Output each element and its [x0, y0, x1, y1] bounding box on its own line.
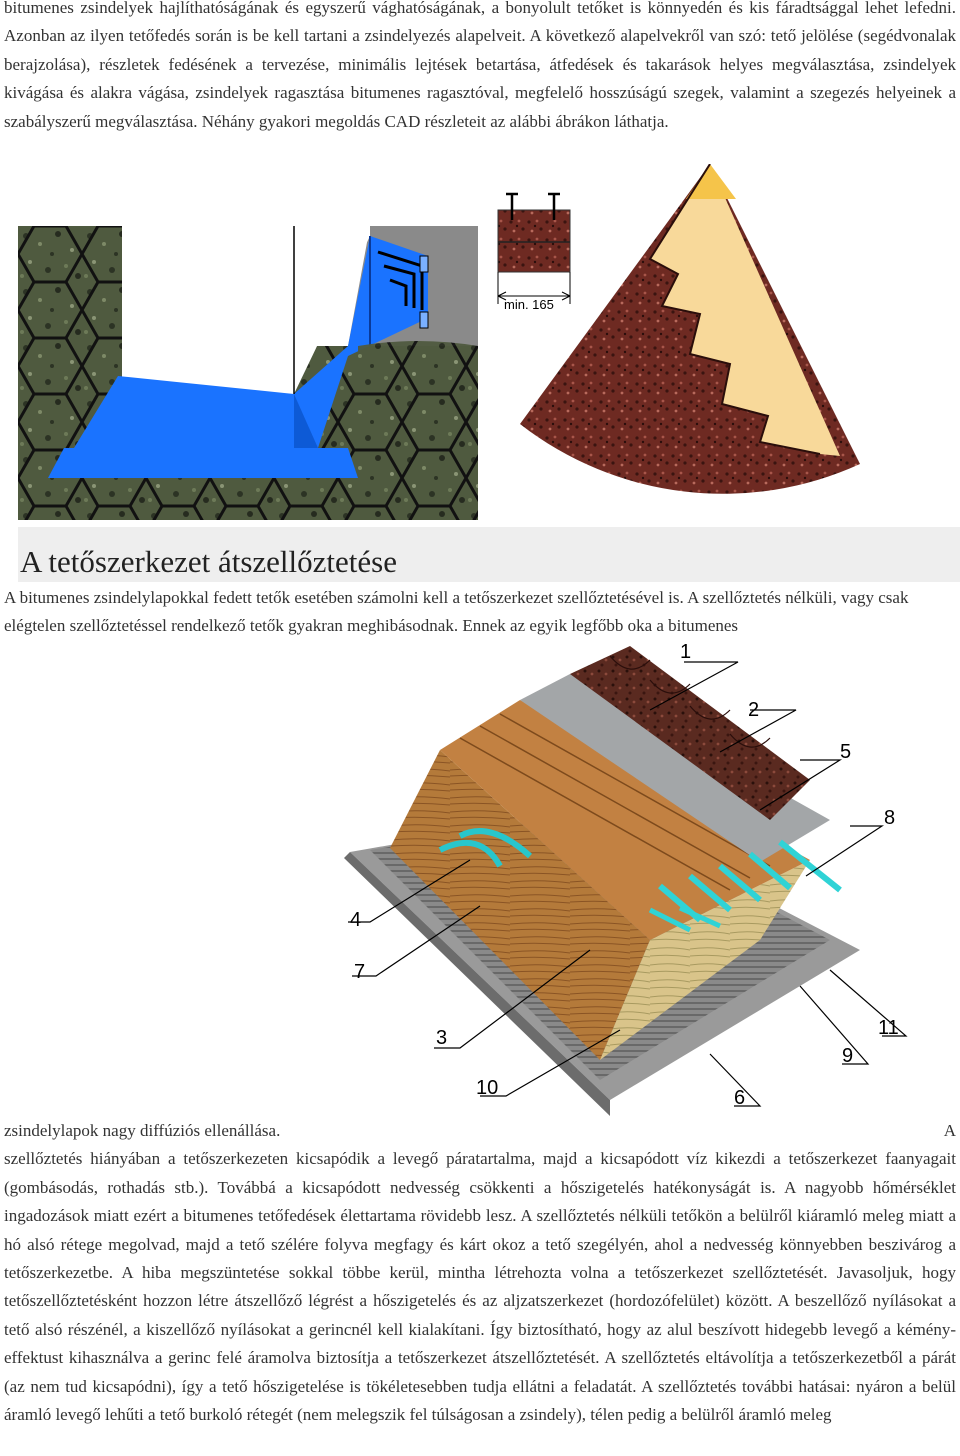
label-3: 3	[436, 1027, 447, 1049]
label-5: 5	[840, 741, 851, 763]
label-11: 11	[878, 1017, 899, 1039]
label-2: 2	[748, 699, 759, 721]
chimney-flashing-figure	[18, 226, 478, 520]
section-paragraph: A bitumenes zsindelylapokkal fedett tető…	[4, 588, 909, 636]
label-7: 7	[354, 961, 365, 983]
label-8: 8	[884, 807, 895, 829]
intro-paragraph: bitumenes zsindelyek hajlíthatóságának é…	[4, 0, 956, 131]
min-165-label: min. 165	[504, 297, 554, 312]
label-4: 4	[350, 909, 361, 931]
label-10: 10	[476, 1077, 498, 1099]
continued-paragraph: A zsindelylapok nagy diffúziós ellenállá…	[4, 1117, 956, 1429]
label-1: 1	[680, 641, 691, 663]
section-heading: A tetőszerkezet átszellőztetése	[20, 544, 397, 579]
section-heading-bar: A tetőszerkezet átszellőztetése	[18, 527, 960, 582]
continued-trail: A	[943, 1121, 956, 1140]
continued-lead: zsindelylapok nagy diffúziós ellenállása…	[4, 1121, 281, 1140]
continued-body: szellőztetés hiányában a tetőszerkezeten…	[4, 1149, 956, 1425]
ridge-overlap-figure: min. 165	[497, 164, 860, 494]
label-6: 6	[734, 1087, 745, 1109]
label-9: 9	[842, 1045, 853, 1067]
roof-layers-diagram: 1 2 5 8 4 7 3 10 6 9 11	[344, 641, 908, 1116]
